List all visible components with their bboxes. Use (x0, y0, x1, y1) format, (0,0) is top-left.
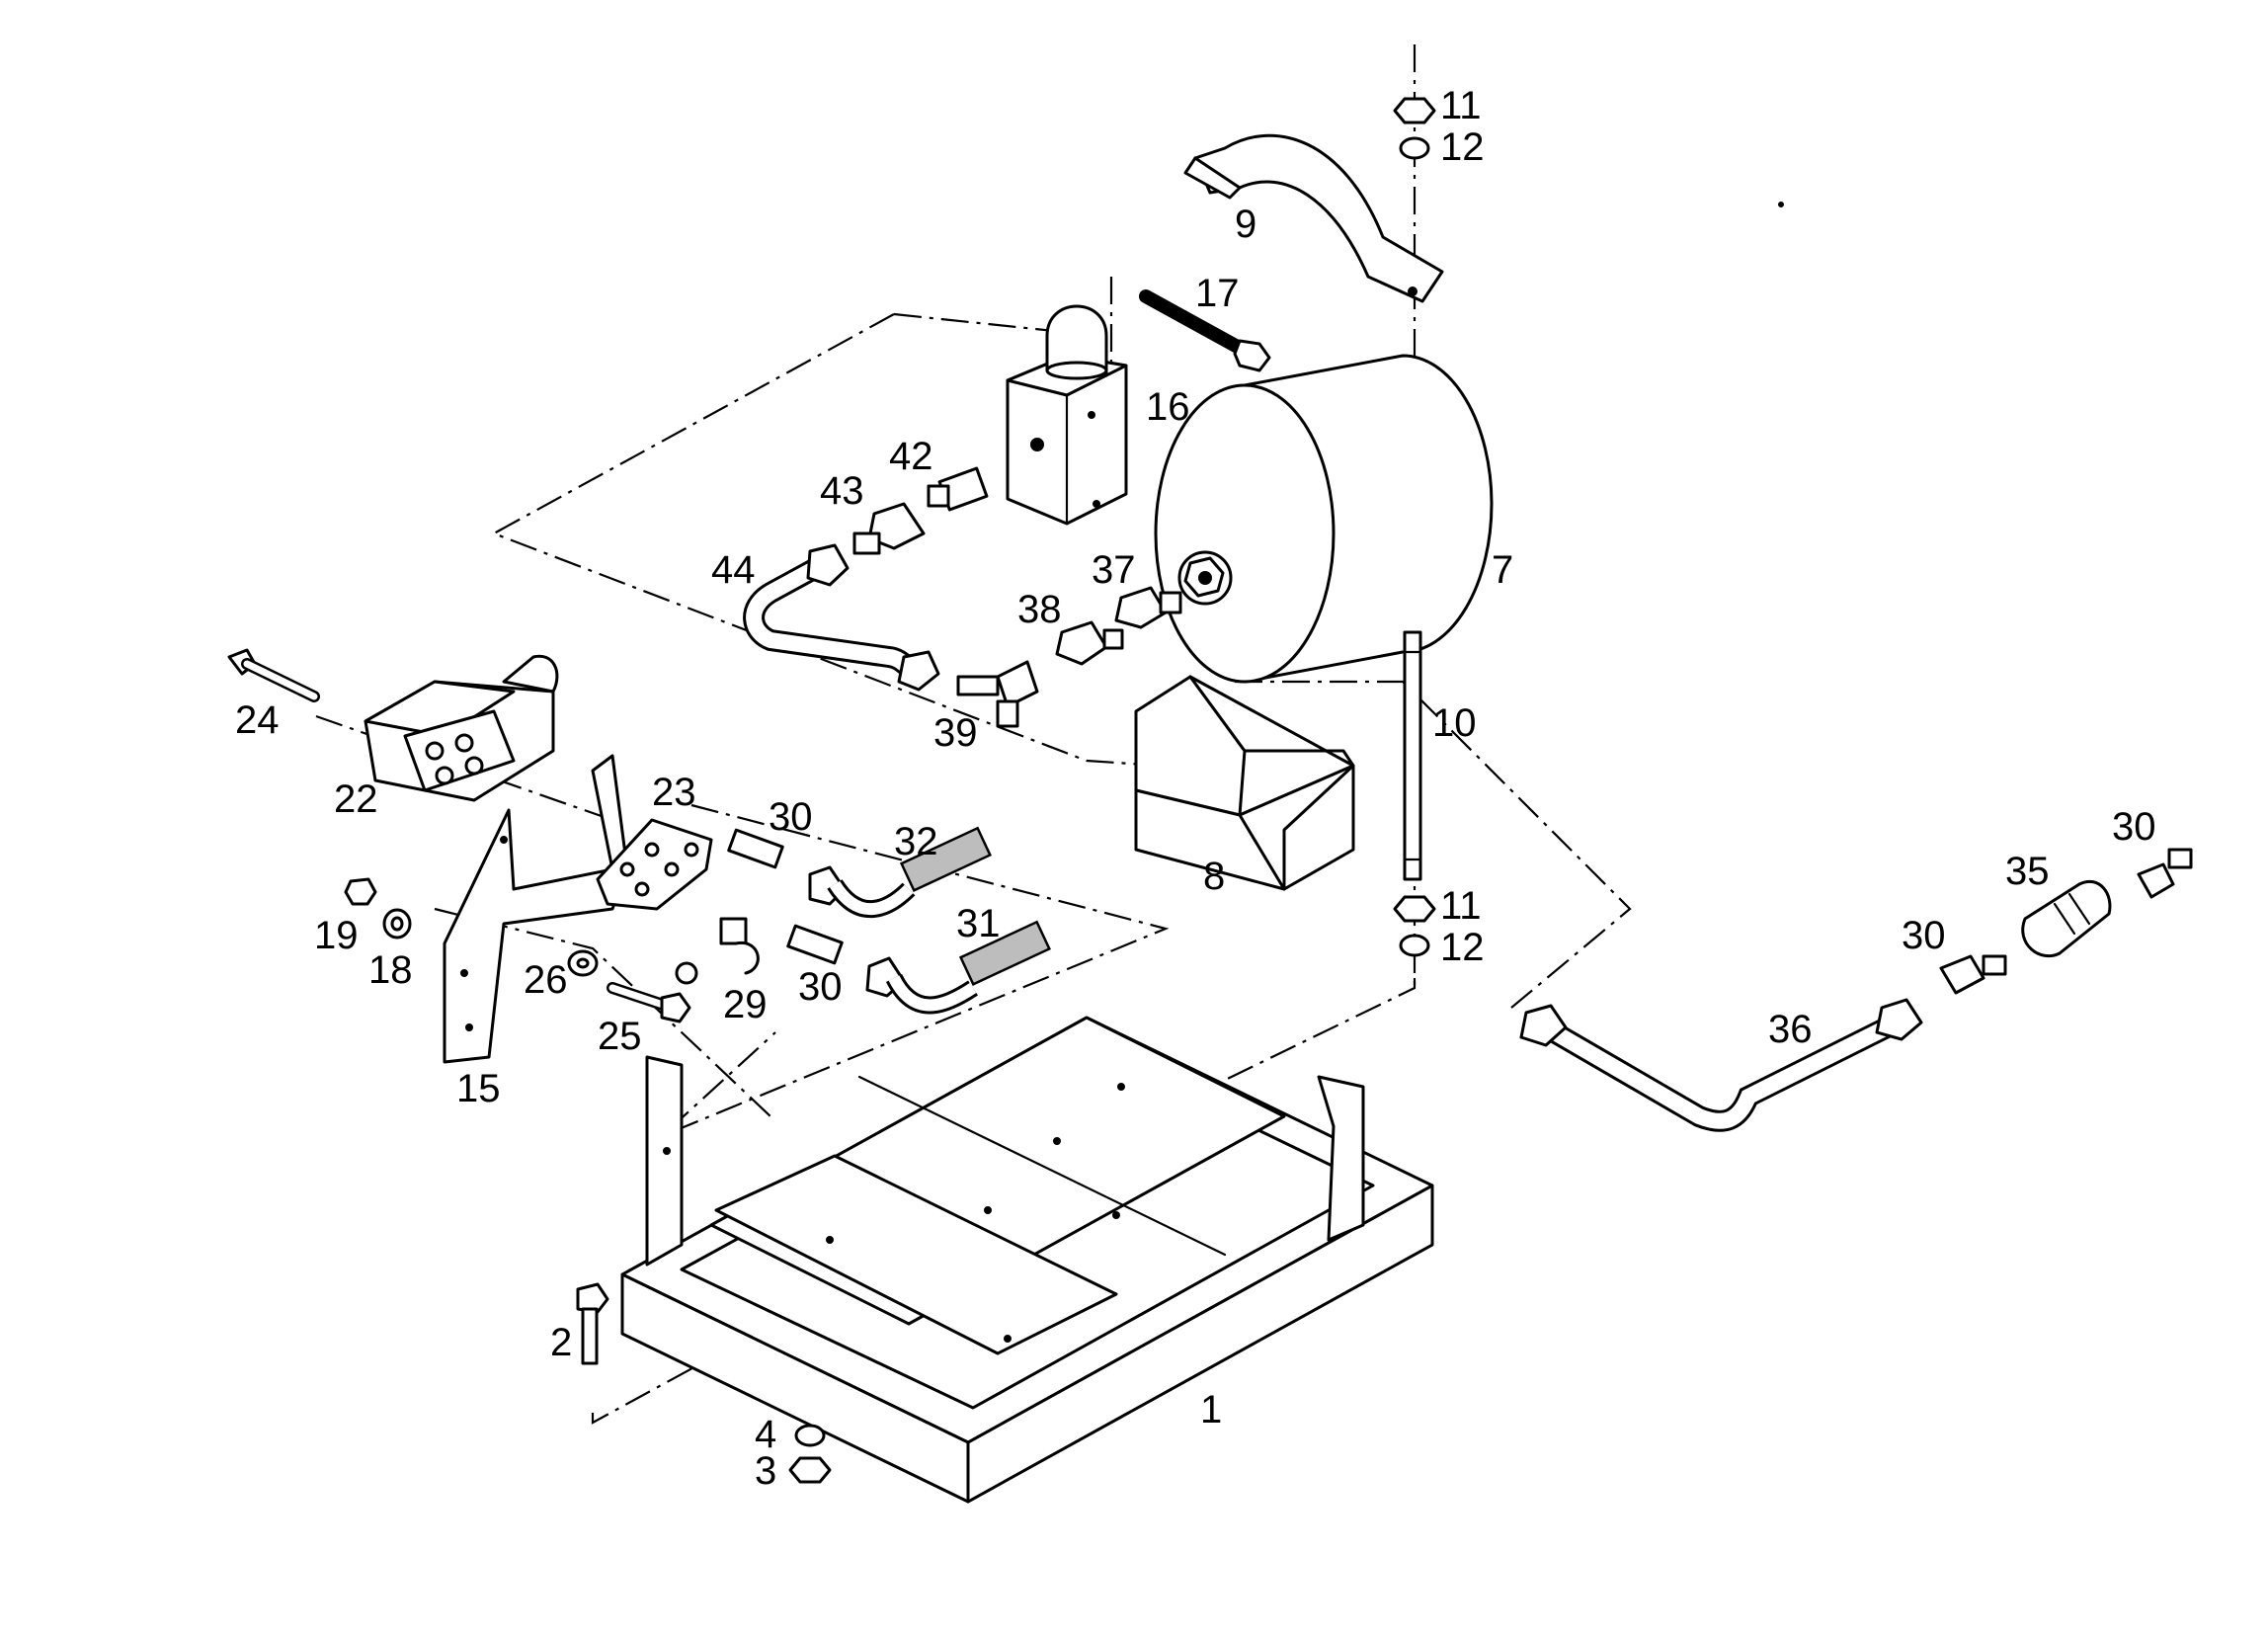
callout-labels: 1 2 3 4 7 8 9 10 11 12 11 12 15 16 17 18… (235, 84, 2156, 1493)
plate-23 (596, 818, 713, 911)
callout-26: 26 (524, 958, 568, 1002)
fitting-37 (1114, 586, 1182, 629)
callout-31: 31 (956, 902, 1001, 945)
callout-12-bottom: 12 (1440, 926, 1485, 969)
long-stud (1403, 630, 1422, 881)
callout-36: 36 (1768, 1008, 1813, 1051)
callout-8: 8 (1203, 855, 1225, 898)
filter-35 (2021, 879, 2112, 958)
base-frame (620, 1016, 1434, 1504)
callout-19: 19 (314, 914, 359, 957)
tank-strap (1183, 133, 1444, 303)
fitting-29 (675, 917, 760, 985)
fitting-39 (956, 660, 1039, 728)
callout-11-top: 11 (1440, 84, 1482, 127)
callout-42: 42 (889, 435, 933, 478)
callout-11-bottom: 11 (1440, 884, 1482, 928)
callout-35: 35 (2005, 850, 2050, 893)
callout-16: 16 (1146, 385, 1190, 429)
pipe-36 (1519, 998, 1923, 1132)
callout-30-right-top: 30 (2112, 805, 2156, 849)
fitting-38 (1055, 620, 1124, 666)
top-nut-washer (1393, 97, 1436, 160)
callout-30-upper: 30 (769, 795, 813, 839)
bolt-24 (227, 648, 320, 702)
bracket-15 (443, 754, 629, 1064)
callout-30-lower: 30 (798, 965, 843, 1009)
callout-25: 25 (598, 1015, 642, 1058)
fitting-42 (927, 466, 989, 512)
callout-12-top: 12 (1440, 125, 1485, 169)
fitting-43 (852, 502, 926, 555)
callout-9: 9 (1235, 203, 1256, 246)
callout-17: 17 (1195, 272, 1240, 315)
callout-37: 37 (1092, 548, 1136, 592)
hose-31 (786, 920, 1051, 1015)
callout-24: 24 (235, 698, 280, 742)
washer-18 (382, 908, 412, 940)
fitting-30-right-lower (1939, 954, 2007, 995)
bottom-nut-washer (1393, 895, 1436, 957)
fitting-30-right-upper (2137, 848, 2193, 899)
callout-23: 23 (652, 771, 696, 814)
housing-22 (364, 654, 559, 802)
nut-3 (788, 1456, 832, 1484)
callout-44: 44 (711, 548, 756, 592)
wedge-block (1134, 675, 1355, 891)
pipe-44 (743, 543, 940, 692)
callout-22: 22 (334, 777, 378, 821)
nut-19 (344, 877, 377, 906)
callout-1: 1 (1200, 1388, 1222, 1432)
washer-26 (567, 949, 599, 977)
air-tank (1154, 354, 1494, 684)
callout-4: 4 (755, 1413, 776, 1456)
callout-32: 32 (894, 820, 938, 863)
callout-18: 18 (368, 948, 413, 992)
callout-15: 15 (456, 1067, 501, 1110)
callout-3: 3 (755, 1449, 776, 1493)
callout-7: 7 (1492, 548, 1513, 592)
hose-32 (727, 826, 992, 919)
bolt-2 (576, 1282, 609, 1365)
callout-43: 43 (820, 469, 864, 513)
bolt-17 (1139, 289, 1271, 372)
stray-mark (1778, 202, 1784, 207)
callout-30-right-mid: 30 (1902, 914, 1946, 957)
valve-block (1006, 304, 1128, 526)
bolt-25 (607, 982, 691, 1023)
callout-39: 39 (933, 711, 978, 755)
callout-29: 29 (723, 983, 768, 1026)
callout-38: 38 (1017, 588, 1062, 631)
washer-4 (794, 1424, 826, 1447)
callout-2: 2 (550, 1321, 572, 1364)
callout-10: 10 (1432, 701, 1477, 745)
